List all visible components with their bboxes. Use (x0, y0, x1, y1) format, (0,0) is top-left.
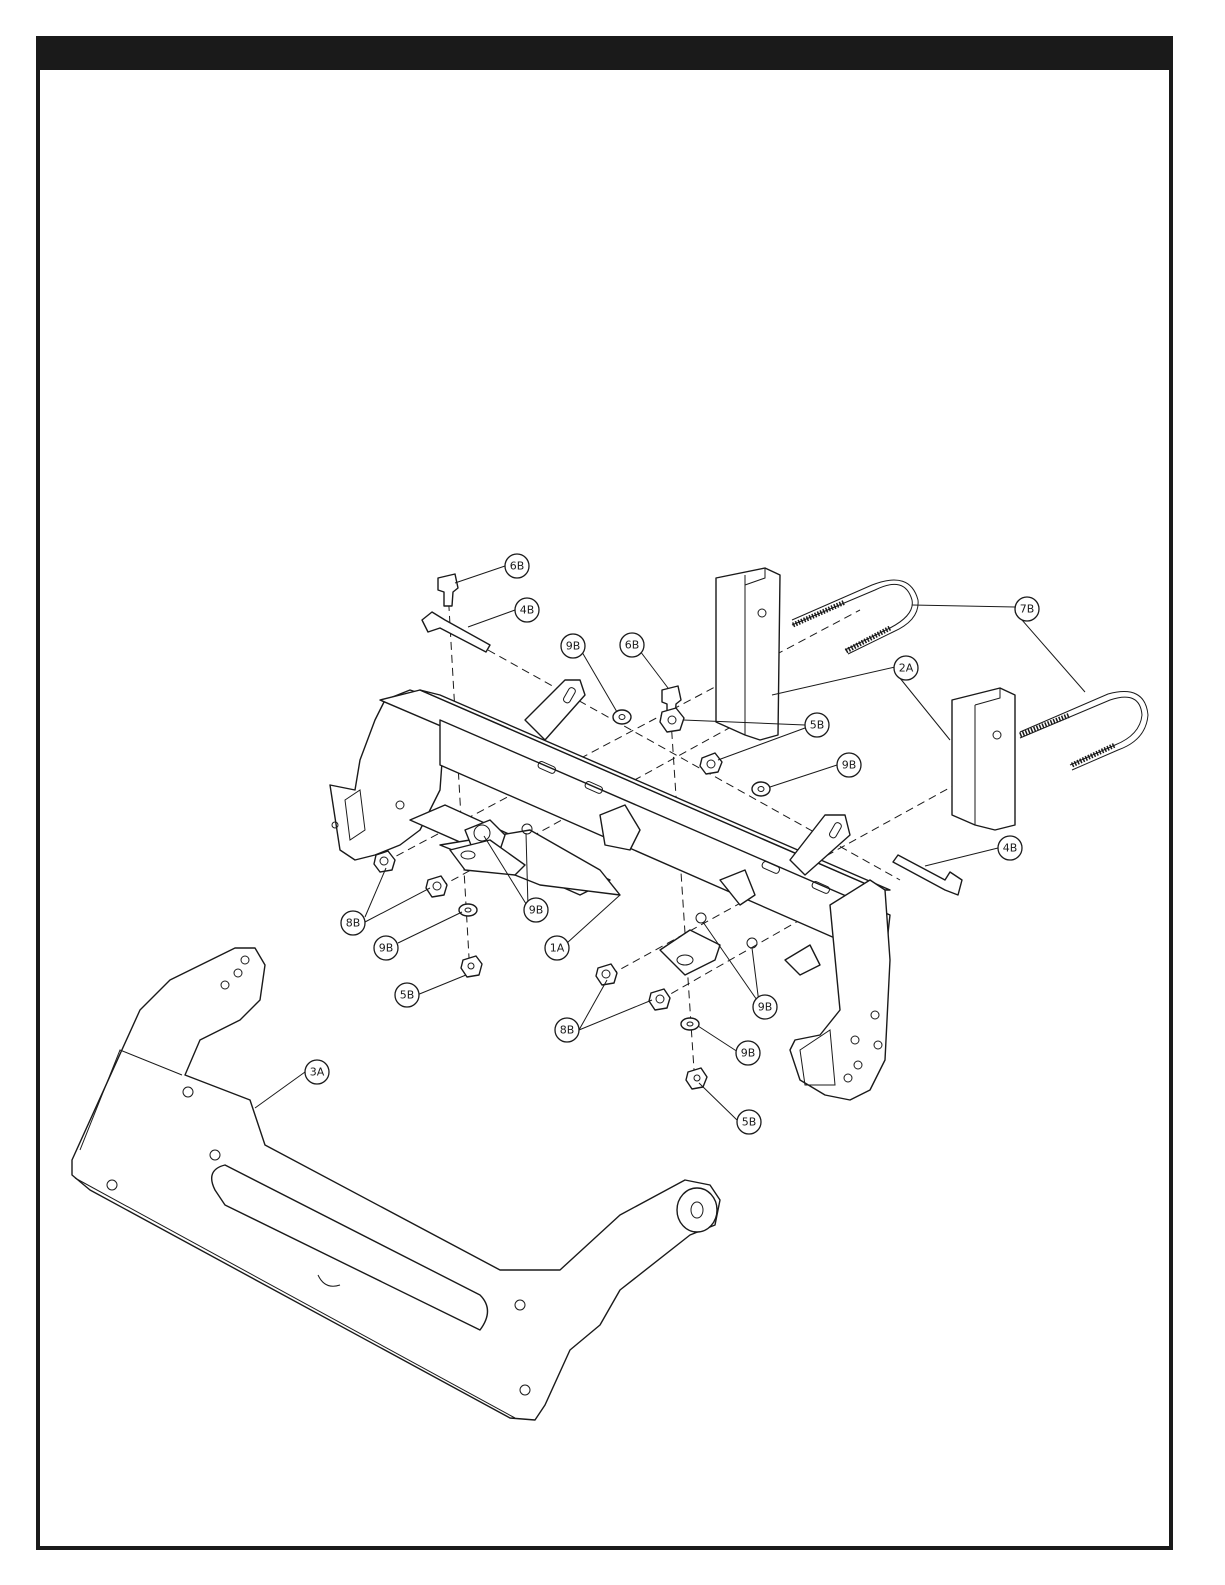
svg-text:4B: 4B (1003, 842, 1018, 855)
callout-4b-top: 4B (515, 598, 539, 622)
svg-text:7B: 7B (1020, 603, 1035, 616)
callout-3a: 3A (305, 1060, 329, 1084)
svg-text:9B: 9B (842, 759, 857, 772)
svg-text:1A: 1A (550, 942, 565, 955)
callout-9b-right: 9B (837, 753, 861, 777)
svg-text:6B: 6B (625, 639, 640, 652)
svg-text:8B: 8B (560, 1024, 575, 1037)
callout-9b-a: 9B (561, 634, 585, 658)
svg-text:8B: 8B (346, 917, 361, 930)
callout-1a: 1A (545, 936, 569, 960)
svg-text:5B: 5B (400, 989, 415, 1002)
callout-2a: 2A (894, 656, 918, 680)
mounting-plate-3a (72, 948, 720, 1420)
callout-8b-left: 8B (341, 911, 365, 935)
callout-8b-lower: 8B (555, 1018, 579, 1042)
svg-text:5B: 5B (810, 719, 825, 732)
svg-text:9B: 9B (758, 1001, 773, 1014)
svg-text:9B: 9B (529, 904, 544, 917)
callout-5b-bottom: 5B (737, 1110, 761, 1134)
callout-9b-mid: 9B (524, 898, 548, 922)
svg-text:9B: 9B (379, 942, 394, 955)
callout-9b-lower: 9B (753, 995, 777, 1019)
svg-text:2A: 2A (899, 662, 914, 675)
callout-6b-top: 6B (505, 554, 529, 578)
callout-5b-top: 5B (805, 713, 829, 737)
svg-text:3A: 3A (310, 1066, 325, 1079)
callout-9b-bottom: 9B (736, 1041, 760, 1065)
callout-4b-right: 4B (998, 836, 1022, 860)
callout-7b: 7B (1015, 597, 1039, 621)
callout-9b-left: 9B (374, 936, 398, 960)
svg-text:5B: 5B (742, 1116, 757, 1129)
svg-text:9B: 9B (741, 1047, 756, 1060)
svg-text:9B: 9B (566, 640, 581, 653)
callout-5b-left: 5B (395, 983, 419, 1007)
svg-text:4B: 4B (520, 604, 535, 617)
svg-text:6B: 6B (510, 560, 525, 573)
callout-6b-mid: 6B (620, 633, 644, 657)
